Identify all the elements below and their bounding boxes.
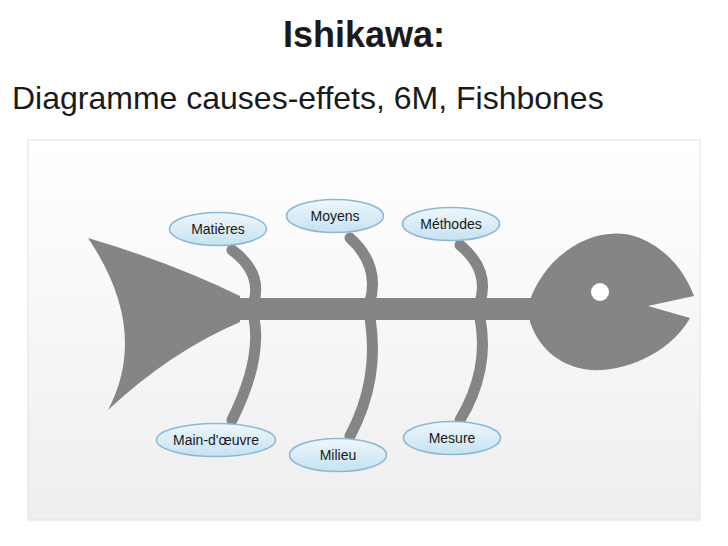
fish-bone [460,318,483,420]
cause-label: Méthodes [420,215,481,233]
cause-label: Milieu [320,446,357,464]
fish-spine [232,298,542,320]
cause-ellipse: Mesure [402,420,502,456]
cause-label: Main-d'œuvre [173,431,259,449]
cause-label: Mesure [429,429,476,447]
fish-bone [350,238,373,302]
cause-label: Moyens [310,207,359,225]
fish-tail [88,238,240,410]
fish-bone [350,318,373,436]
fish-bone [232,250,256,302]
subtitle: Diagramme causes-effets, 6M, Fishbones [12,80,728,117]
cause-label: Matières [191,220,245,238]
cause-ellipse: Main-d'œuvre [155,422,277,458]
cause-ellipse: Méthodes [401,206,501,242]
title: Ishikawa: [0,14,728,56]
fish-eye [591,283,609,301]
panel [28,140,700,520]
fish-bone [460,245,483,302]
fish-bone [232,318,256,420]
fish-head [530,233,694,370]
cause-ellipse: Matières [168,211,268,247]
cause-ellipse: Milieu [288,437,388,473]
cause-ellipse: Moyens [285,198,385,234]
